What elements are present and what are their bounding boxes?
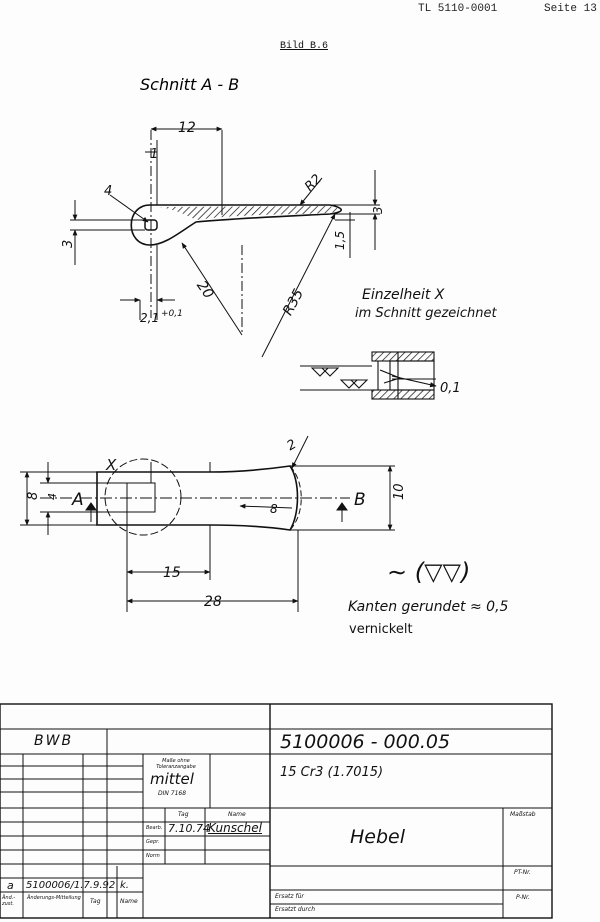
section-profile <box>130 204 343 246</box>
row-norm: Norm <box>146 853 160 859</box>
dim-hole-dia: 4 <box>104 184 112 199</box>
edge-note: Kanten gerundet ≈ 0,5 <box>348 599 509 615</box>
dim-4-inner: 4 <box>46 493 59 500</box>
tolerance-value: mittel <box>150 770 194 788</box>
dim-20: 20 <box>193 278 216 302</box>
dim-r35: R35 <box>280 286 307 318</box>
rev-col-date: Tag <box>90 898 101 905</box>
replaced-by-label: Ersatzt durch <box>275 906 316 913</box>
dim-1: 1 <box>150 147 158 162</box>
row-gepr: Gepr. <box>146 839 160 845</box>
tolerance-label: Maße ohne Toleranzangabe <box>156 758 196 770</box>
section-title: Schnitt A - B <box>140 75 239 94</box>
section-hatch <box>160 206 339 220</box>
dim-8-outer: 8 <box>26 492 41 500</box>
row-bearb: Bearb. <box>146 825 163 831</box>
pt-number-label: PT-Nr. <box>514 869 531 876</box>
dim-10: 10 <box>392 483 407 500</box>
tolerance-standard: DIN 7168 <box>158 790 187 797</box>
p-number-label: P-Nr. <box>516 894 530 901</box>
dim-slot-tol: +0,1 <box>161 309 183 319</box>
section-mark-b: B <box>354 490 366 510</box>
document-id: TL 5110-0001 <box>418 3 498 15</box>
revision-by: k. <box>120 880 129 891</box>
dim-1-5: 1,5 <box>333 231 347 250</box>
dim-neck-8: 8 <box>270 502 278 516</box>
dim-slot: 2,1 <box>140 311 159 325</box>
detail-mark-x: X <box>105 456 117 474</box>
company-name: BWB <box>34 733 74 749</box>
revision-number: 5100006/1.7.9.92 <box>26 880 116 891</box>
rev-col-index: Änd.-zust. <box>2 895 16 907</box>
dim-r2: R2 <box>302 172 325 195</box>
part-number: 5100006 - 000.05 <box>280 731 451 753</box>
dim-15: 15 <box>163 565 181 581</box>
dim-left-3: 3 <box>61 240 76 248</box>
bearb-date: 7.10.74 <box>168 822 210 835</box>
dim-tip-3: 3 <box>371 206 385 214</box>
col-tag: Tag <box>178 811 189 818</box>
coating-note: vernickelt <box>349 622 413 637</box>
material: 15 Cr3 (1.7015) <box>280 765 384 780</box>
detail-subtitle: im Schnitt gezeichnet <box>355 306 498 321</box>
detail-title: Einzelheit X <box>362 287 445 303</box>
detail-dim: 0,1 <box>440 381 461 396</box>
rev-col-note: Änderungs-Mitteilung <box>27 895 81 901</box>
section-mark-a: A <box>71 490 84 510</box>
surface-symbol: ∼ (▽▽) <box>387 558 470 586</box>
detail-x-drawing <box>300 351 437 400</box>
dim-28: 28 <box>204 594 222 610</box>
col-name: Name <box>228 811 246 818</box>
scale-label: Maßstab <box>510 811 536 818</box>
rev-col-name: Name <box>120 898 138 905</box>
bearb-signature: Kunschel <box>208 821 262 835</box>
part-name: Hebel <box>350 826 406 848</box>
dim-end-2: 2 <box>285 437 300 454</box>
title-block-grid <box>0 703 553 919</box>
plan-view <box>20 435 395 612</box>
dim-12: 12 <box>178 120 196 136</box>
figure-label: Bild B.6 <box>280 41 329 52</box>
revision-letter: a <box>7 879 14 892</box>
replaces-label: Ersatz für <box>275 893 304 900</box>
page-number: Seite 13 <box>544 3 597 15</box>
